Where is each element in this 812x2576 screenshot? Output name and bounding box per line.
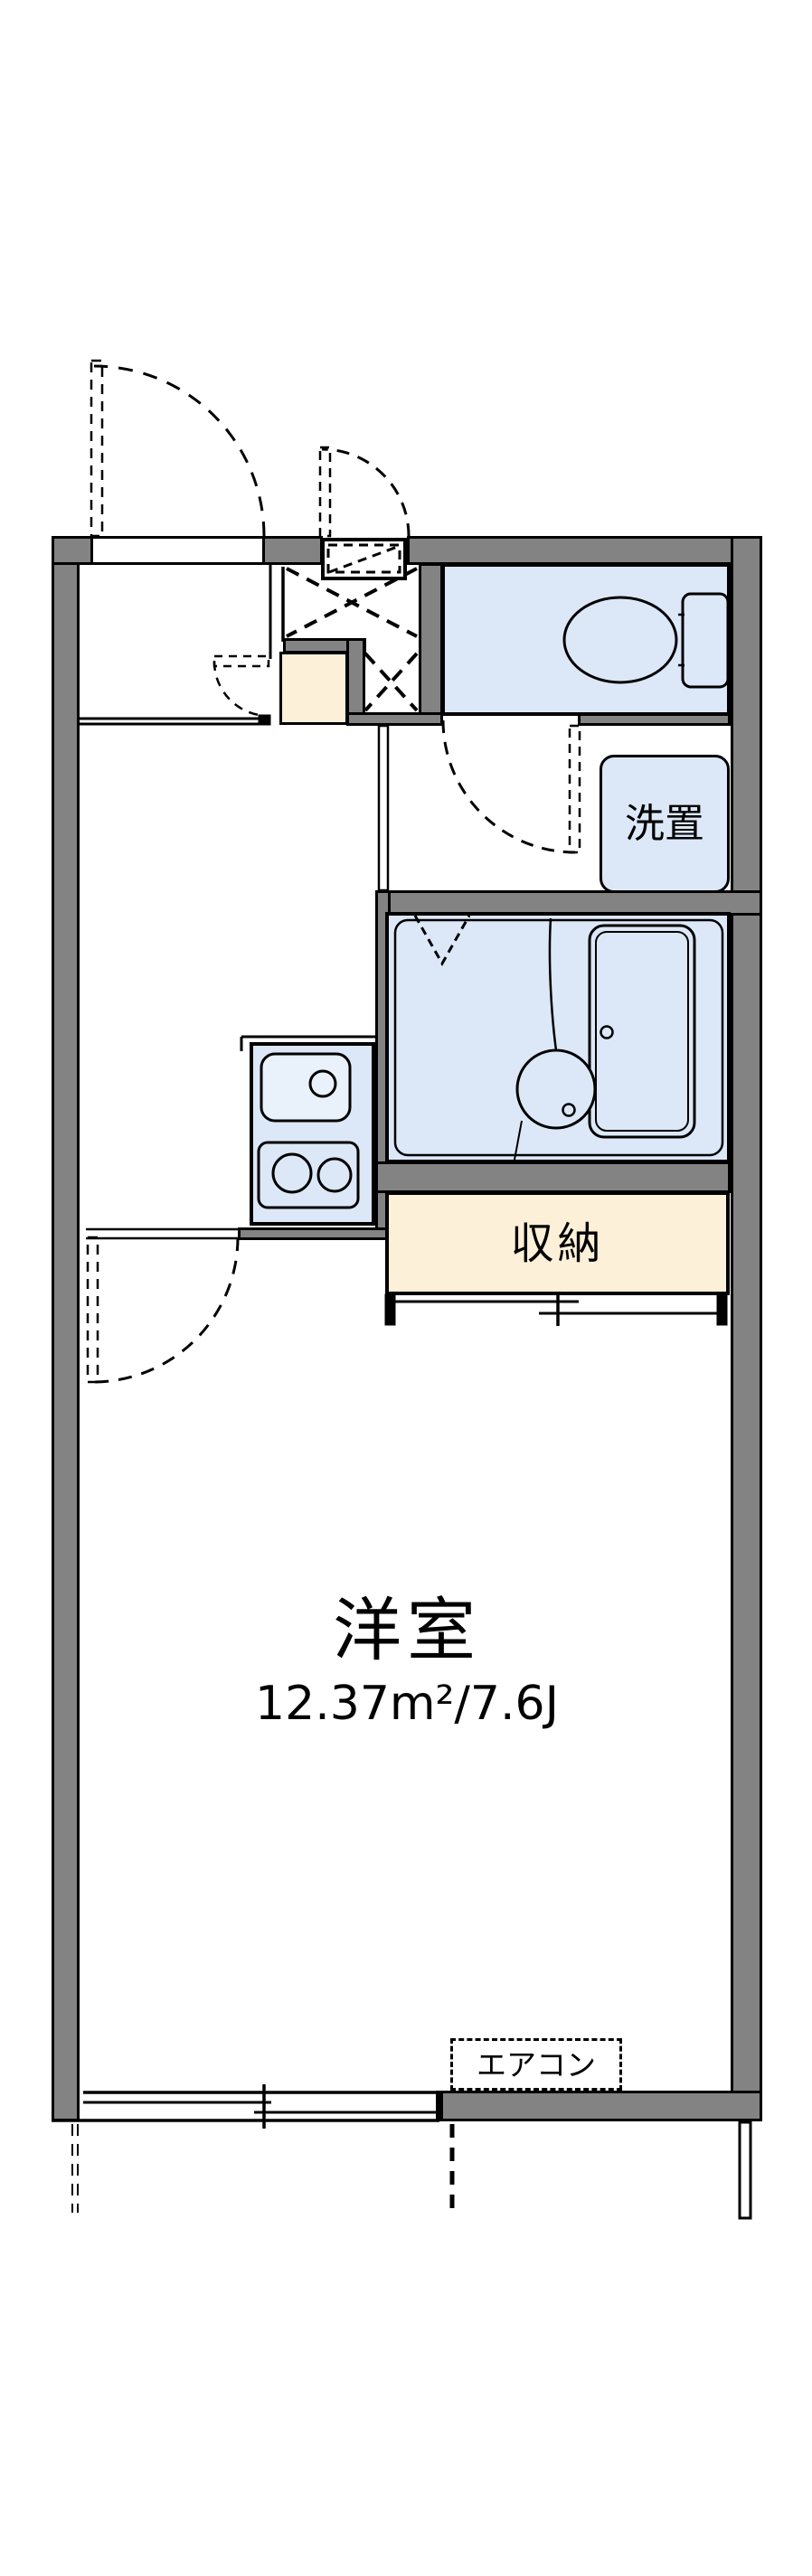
genkan-step — [279, 652, 348, 725]
closet-label: 収納 — [510, 1217, 605, 1269]
kitchen-sink-icon — [260, 1052, 352, 1123]
wall-top-mid — [262, 536, 323, 565]
toilet-icon — [562, 592, 730, 689]
hall-room-door-swing-icon — [86, 1227, 240, 1384]
wall-top-left — [52, 536, 93, 565]
bathroom-liner — [393, 918, 724, 1157]
folding-door-icon — [413, 915, 471, 967]
washroom-partition — [377, 724, 390, 892]
shower-hose-icon — [514, 917, 558, 1161]
balcony-divider-icon — [71, 2120, 752, 2220]
entrance-opening — [93, 536, 262, 565]
wall-right — [731, 536, 762, 2121]
front-room-walls — [80, 565, 285, 726]
washer-space — [600, 755, 730, 893]
main-room-area: 12.37m²/7.6J — [255, 1677, 559, 1731]
kitchen-counter-lip — [240, 1035, 375, 1051]
aircon-label: エアコン — [477, 2046, 596, 2082]
bathtub-icon — [588, 924, 696, 1139]
faucet-icon — [308, 1069, 337, 1098]
entrance-nook-x-icon — [286, 567, 419, 712]
storage-crossbox-icon — [326, 543, 401, 574]
sliding-window-icon — [52, 2084, 443, 2129]
closet-sliding-door-icon — [384, 1292, 728, 1326]
aircon-box — [450, 2038, 622, 2091]
stove-burners-icon — [257, 1141, 360, 1209]
inner-door-swing-icon — [212, 654, 270, 718]
entrance-door-swing-icon — [90, 359, 266, 538]
washer-label: 洗置 — [625, 800, 704, 847]
washbowl-icon — [515, 1048, 597, 1130]
storage-door-swing-icon — [318, 446, 411, 538]
wall-left — [52, 536, 80, 2121]
toilet-door-swing-icon — [441, 719, 581, 854]
wall-bottom — [440, 2091, 762, 2121]
main-room-label: 洋室 — [333, 1590, 481, 1670]
